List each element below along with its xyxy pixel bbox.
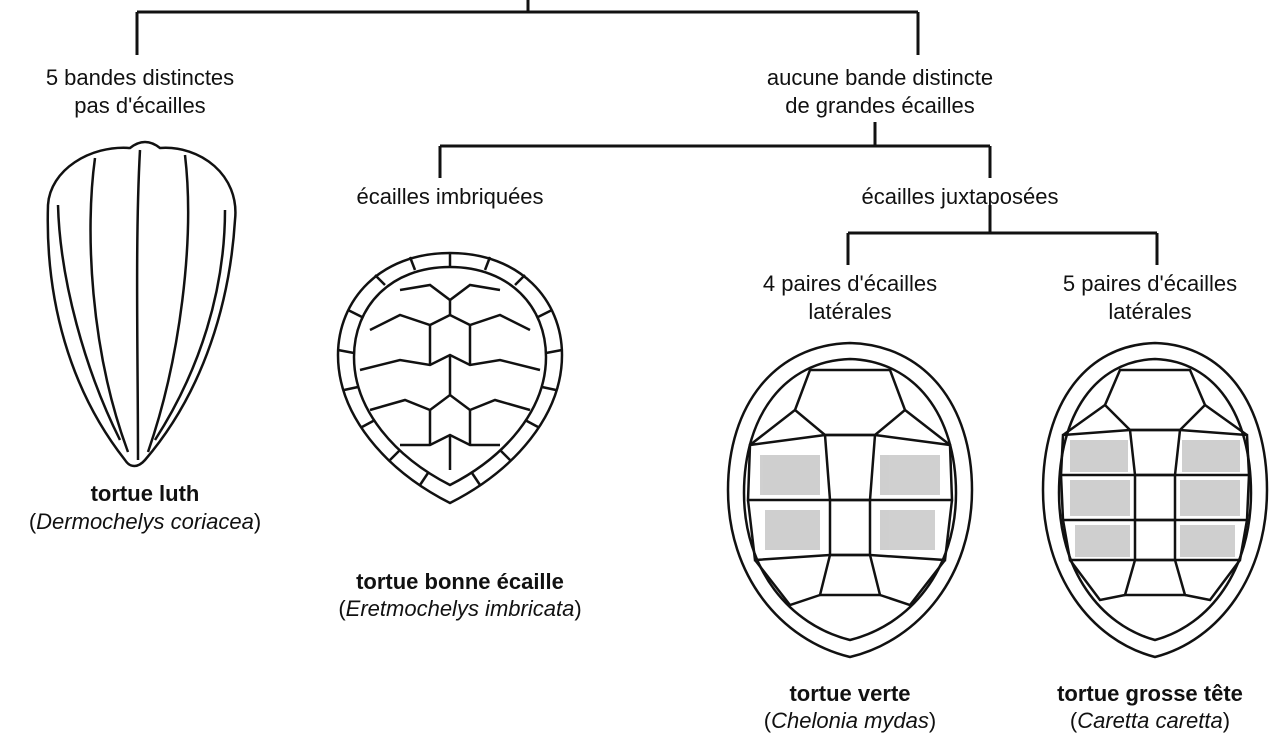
species-latin-loggerhead: (Caretta caretta)	[1020, 707, 1280, 735]
label-five-bands-text: 5 bandes distinctes pas d'écailles	[20, 64, 260, 120]
species-latin-leatherback: (Dermochelys coriacea)	[0, 508, 290, 536]
species-latin-green: (Chelonia mydas)	[705, 707, 995, 735]
species-latin-loggerhead-text: Caretta caretta	[1077, 708, 1223, 733]
species-name-green: tortue verte	[720, 680, 980, 708]
leatherback-carapace-icon	[30, 130, 250, 475]
label-imbricate-text: écailles imbriquées	[356, 184, 543, 209]
hawksbill-carapace-icon	[330, 245, 570, 510]
species-name-hawksbill: tortue bonne écaille	[310, 568, 610, 596]
label-no-bands: aucune bande distincte de grandes écaill…	[725, 64, 1035, 120]
species-latin-green-text: Chelonia mydas	[771, 708, 929, 733]
green-turtle-carapace-icon	[720, 335, 980, 665]
label-juxtaposed-text: écailles juxtaposées	[862, 184, 1059, 209]
label-five-pairs: 5 paires d'écailles latérales	[1025, 270, 1275, 326]
label-no-bands-text: aucune bande distincte de grandes écaill…	[725, 64, 1035, 120]
species-latin-hawksbill-text: Eretmochelys imbricata	[346, 596, 575, 621]
species-name-leatherback: tortue luth	[30, 480, 260, 508]
label-imbricate: écailles imbriquées	[330, 183, 570, 211]
label-five-pairs-text: 5 paires d'écailles latérales	[1025, 270, 1275, 326]
label-four-pairs-text: 4 paires d'écailles latérales	[725, 270, 975, 326]
species-latin-leatherback-text: Dermochelys coriacea	[36, 509, 254, 534]
species-latin-hawksbill: (Eretmochelys imbricata)	[290, 595, 630, 623]
loggerhead-carapace-icon	[1035, 335, 1275, 665]
label-juxtaposed: écailles juxtaposées	[840, 183, 1080, 211]
label-four-pairs: 4 paires d'écailles latérales	[725, 270, 975, 326]
label-five-bands: 5 bandes distinctes pas d'écailles	[20, 64, 260, 120]
species-name-loggerhead: tortue grosse tête	[1020, 680, 1280, 708]
